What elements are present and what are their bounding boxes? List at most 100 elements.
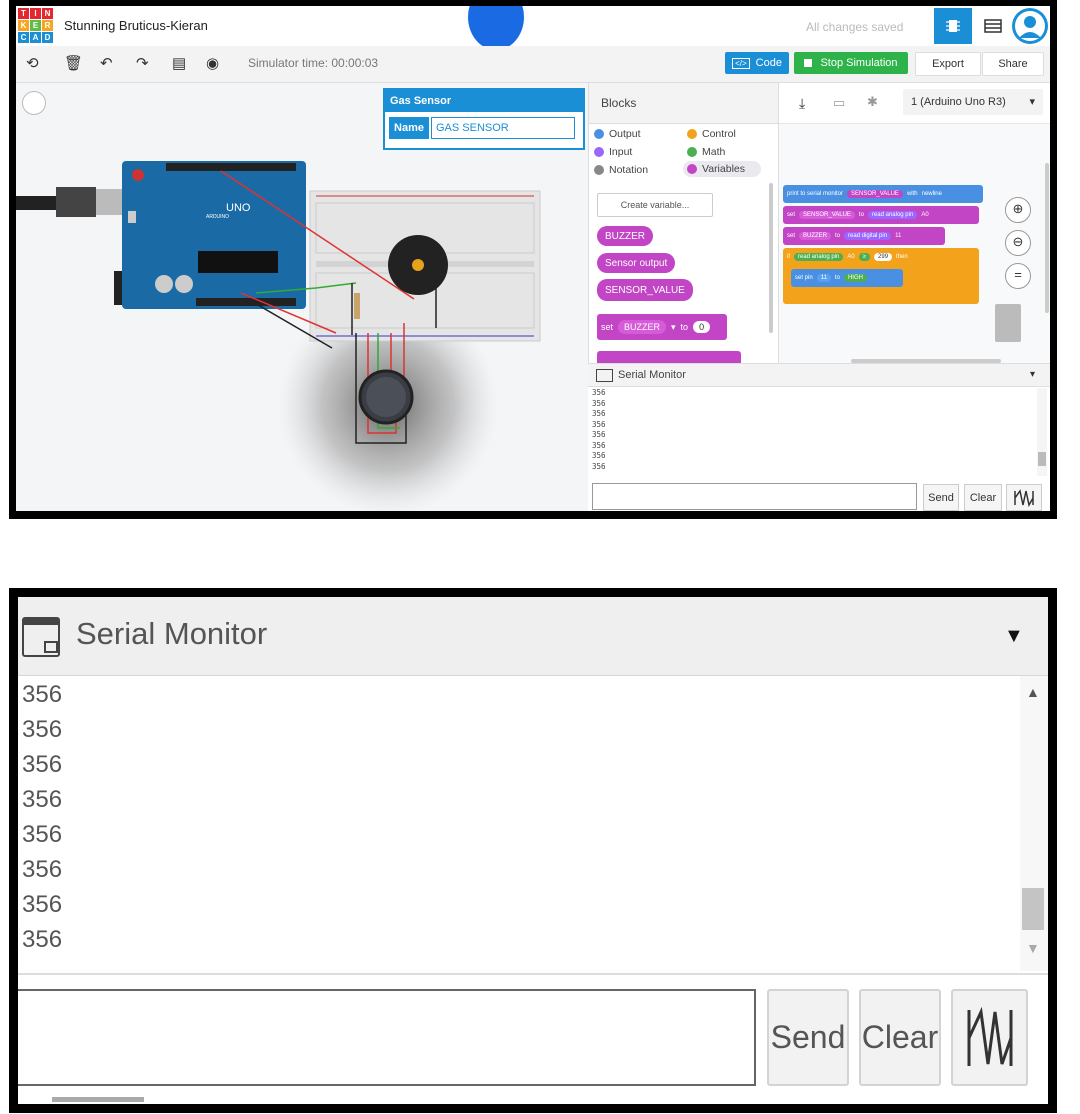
block-text: to	[858, 212, 864, 218]
math-dot-icon	[687, 147, 697, 157]
create-variable-button[interactable]: Create variable...	[597, 193, 713, 217]
block-var: SENSOR_VALUE	[799, 211, 855, 219]
bottom-scrollbar[interactable]	[52, 1097, 144, 1102]
chip-icon	[946, 20, 960, 32]
block-text: set	[787, 233, 796, 239]
logo-letter: A	[30, 32, 41, 43]
zoom-in-icon[interactable]: ⊕	[1005, 197, 1031, 223]
scroll-up-icon[interactable]: ▲	[1026, 684, 1040, 700]
block-value: HIGH	[843, 274, 867, 282]
dropdown-icon: ▾	[671, 321, 676, 332]
name-input[interactable]: GAS SENSOR	[431, 117, 575, 139]
serial-scrollbar-zoomed[interactable]: ▲ ▼	[1020, 676, 1048, 971]
tinkercad-logo[interactable]: T I N K E R C A D	[18, 8, 53, 43]
serial-monitor-header-zoomed[interactable]: Serial Monitor ▼	[18, 597, 1048, 676]
block-text: read analog pin	[794, 253, 844, 261]
logo-letter: C	[18, 32, 29, 43]
output-line: 356	[22, 926, 63, 953]
serial-monitor-header[interactable]: Serial Monitor ▾	[588, 364, 1050, 387]
redo-icon[interactable]: ↷	[136, 55, 149, 72]
blocks-scrollbar[interactable]	[769, 183, 773, 333]
category-label: Input	[609, 146, 633, 158]
category-variables[interactable]: Variables	[683, 161, 761, 177]
collapse-icon[interactable]: ▾	[1030, 369, 1036, 380]
code-button[interactable]: </> Code	[725, 52, 789, 74]
stop-simulation-button[interactable]: Stop Simulation	[794, 52, 908, 74]
share-button[interactable]: Share	[982, 52, 1044, 76]
set-variable-block[interactable]: set BUZZER ▾ to 0	[597, 314, 727, 340]
blocks-panel: Blocks Output Control Input Math Notatio…	[588, 83, 779, 363]
variable-sensor-value[interactable]: SENSOR_VALUE	[597, 279, 693, 301]
output-line: 356	[592, 388, 606, 397]
arduino-board[interactable]	[122, 161, 306, 309]
list-view-button[interactable]	[974, 8, 1012, 44]
category-output[interactable]: Output	[594, 128, 641, 140]
export-button[interactable]: Export	[915, 52, 981, 76]
if-header: if read analog pin A0 ≥ 299 then	[783, 248, 979, 266]
board-select-value: 1 (Arduino Uno R3)	[911, 96, 1006, 108]
zoom-reset-icon[interactable]: =	[1005, 263, 1031, 289]
notes-icon[interactable]: ▤	[172, 55, 187, 72]
circuit-view-button[interactable]	[934, 8, 972, 44]
plot-toggle-button[interactable]	[1006, 484, 1042, 511]
set-pin-block[interactable]: set pin 11 to HIGH	[791, 269, 903, 287]
debug-icon[interactable]: ✱	[867, 94, 878, 109]
scroll-thumb[interactable]	[1038, 452, 1046, 466]
block-text: print to serial monitor	[787, 191, 844, 197]
window-icon-box	[44, 641, 58, 653]
circuit-canvas[interactable]: UNO ARDUINO	[16, 83, 588, 511]
category-math[interactable]: Math	[687, 146, 725, 158]
board-label: UNO	[226, 202, 251, 214]
blocks-header: Blocks	[589, 83, 779, 124]
workspace-vscrollbar[interactable]	[1045, 163, 1049, 313]
send-button[interactable]: Send	[923, 484, 959, 511]
change-variable-block[interactable]	[597, 351, 741, 363]
serial-scrollbar[interactable]	[1037, 388, 1047, 476]
project-title[interactable]: Stunning Bruticus-Kieran	[64, 18, 208, 33]
send-button-zoomed[interactable]: Send	[767, 989, 849, 1086]
block-text: A0	[921, 212, 929, 218]
code-workspace[interactable]: ⤓ ▭ ✱ 1 (Arduino Uno R3) ▾ print to seri…	[778, 83, 1050, 363]
scroll-down-icon[interactable]: ▼	[1026, 940, 1040, 956]
block-text: read analog pin	[867, 211, 918, 219]
serial-input[interactable]	[592, 483, 917, 510]
clear-button-zoomed[interactable]: Clear	[859, 989, 941, 1086]
undo-icon[interactable]: ↶	[100, 55, 113, 72]
scroll-thumb[interactable]	[1022, 888, 1044, 930]
output-line: 356	[592, 430, 606, 439]
eye-icon[interactable]: ◉	[206, 55, 220, 72]
logo-letter: N	[42, 8, 53, 19]
output-line: 356	[592, 398, 606, 408]
if-block[interactable]: if read analog pin A0 ≥ 299 then set pin…	[783, 248, 979, 304]
waveform-icon	[1014, 488, 1034, 507]
plot-toggle-button-zoomed[interactable]	[951, 989, 1028, 1086]
zoom-out-icon[interactable]: ⊖	[1005, 230, 1031, 256]
category-control[interactable]: Control	[687, 128, 736, 140]
download-icon[interactable]: ⤓	[799, 95, 806, 111]
trash-icon[interactable]: 🗑	[64, 55, 84, 72]
serial-input-zoomed[interactable]	[18, 989, 756, 1086]
print-block[interactable]: print to serial monitor SENSOR_VALUE wit…	[783, 185, 983, 203]
variable-sensor-output[interactable]: Sensor output	[597, 253, 676, 273]
user-avatar[interactable]	[1012, 8, 1048, 44]
block-text: set pin	[795, 275, 813, 281]
toolbar: ⟲ 🗑 ↶ ↷ ▤ ◉ Simulator time: 00:00:03 </>…	[16, 46, 1050, 83]
category-notation[interactable]: Notation	[594, 164, 648, 176]
fit-view-icon[interactable]	[22, 91, 46, 115]
trash-can-icon[interactable]	[995, 304, 1021, 342]
app-header: T I N K E R C A D Stunning Bruticus-Kier…	[16, 6, 1050, 47]
clear-button[interactable]: Clear	[964, 484, 1002, 511]
board-select[interactable]: 1 (Arduino Uno R3) ▾	[903, 89, 1043, 115]
library-icon[interactable]: ▭	[833, 95, 846, 110]
workspace-scrollbar[interactable]	[851, 359, 1001, 363]
properties-panel: Gas Sensor Name GAS SENSOR	[383, 88, 585, 150]
serial-output: 356 356 356 356 356 356 356 356	[592, 388, 606, 472]
collapse-icon[interactable]: ▼	[1004, 625, 1024, 647]
set-buzzer-block[interactable]: set BUZZER to read digital pin 11	[783, 227, 945, 245]
output-dot-icon	[594, 129, 604, 139]
block-text: to	[680, 322, 689, 332]
category-input[interactable]: Input	[594, 146, 632, 158]
rotate-icon[interactable]: ⟲	[26, 55, 39, 72]
set-sensor-value-block[interactable]: set SENSOR_VALUE to read analog pin A0	[783, 206, 979, 224]
variable-buzzer[interactable]: BUZZER	[597, 226, 653, 246]
